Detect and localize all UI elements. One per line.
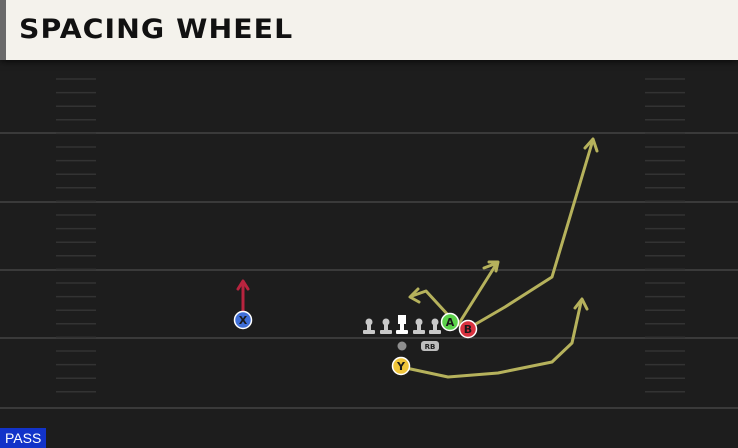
player-b-button-icon: B <box>458 319 478 339</box>
lineman <box>413 318 425 334</box>
title-bar: SPACING WHEEL <box>0 0 738 60</box>
play-title: SPACING WHEEL <box>19 14 294 45</box>
route-x <box>236 279 250 314</box>
lineman <box>380 318 392 334</box>
hash-marks <box>56 78 685 393</box>
player-x-label: X <box>239 314 248 327</box>
center <box>396 315 408 334</box>
offensive-line <box>363 315 441 334</box>
route-a <box>408 287 451 318</box>
player-a-label: A <box>446 316 455 329</box>
yard-lines <box>0 132 738 409</box>
player-b-label: B <box>464 323 472 336</box>
lineman <box>429 318 441 334</box>
route-y <box>404 297 589 379</box>
player-x-button-icon: X <box>233 310 253 330</box>
rb-label: RB <box>425 343 436 351</box>
title-accent <box>0 0 6 60</box>
play-type-badge: PASS <box>0 428 47 448</box>
route-b-wheel <box>460 137 599 334</box>
quarterback <box>397 341 407 351</box>
player-a-button-icon: A <box>440 312 460 332</box>
route-b-slant <box>456 260 500 327</box>
player-y-button-icon: Y <box>391 356 411 376</box>
lineman <box>363 318 375 334</box>
player-y-label: Y <box>396 360 406 373</box>
running-back: RB <box>421 341 439 351</box>
